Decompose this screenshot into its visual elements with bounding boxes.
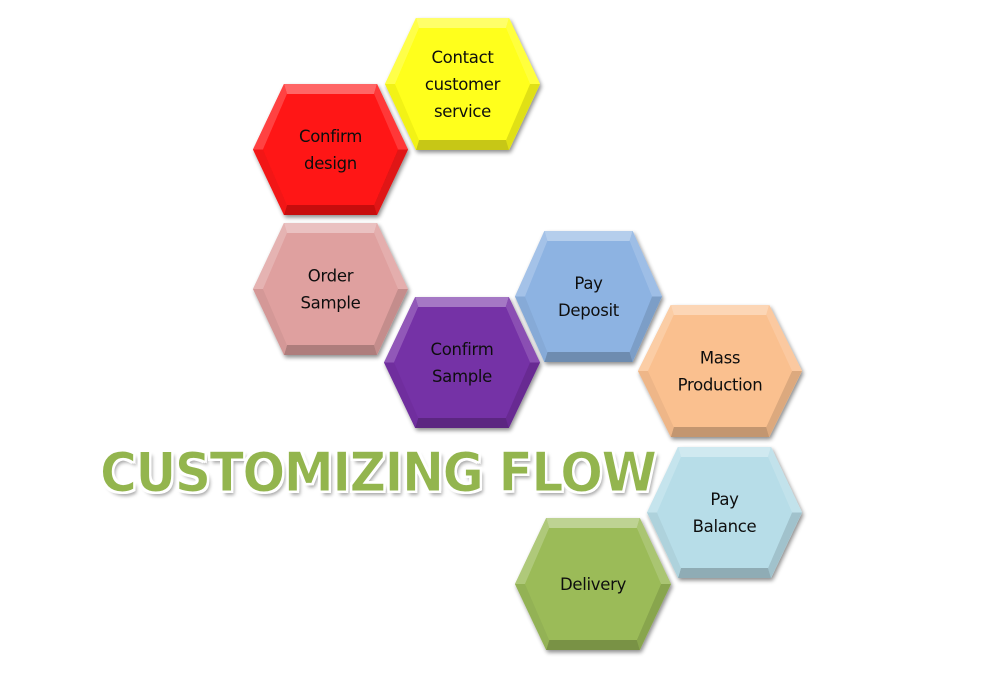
hexagon-bevel-facet xyxy=(506,84,540,150)
hexagon-face xyxy=(263,233,398,345)
hexagon-bevel-facet xyxy=(253,289,287,355)
hexagon-bevel-facet xyxy=(505,297,540,363)
flow-step-label: Delivery xyxy=(560,575,627,594)
flow-step-delivery: Delivery xyxy=(515,518,671,650)
flow-step-label-line: Balance xyxy=(693,517,757,536)
hexagon-bevel-facet xyxy=(670,427,770,437)
flow-step-label-line: design xyxy=(304,154,357,173)
hexagon-bevel-facet xyxy=(546,518,640,528)
hexagon-bevel-facet xyxy=(636,584,671,650)
hexagon-face xyxy=(525,528,661,640)
hexagon-bevel-facet xyxy=(385,18,419,84)
flow-step-label-line: Pay xyxy=(574,274,603,293)
hexagon-bevel-facet xyxy=(766,371,802,437)
hexagon-bevel-facet xyxy=(384,362,419,428)
diagram-title: CUSTOMIZING FLOW xyxy=(100,441,658,505)
hexagon-bevel-facet xyxy=(515,518,550,584)
hexagon-bevel-facet xyxy=(647,447,681,513)
hexagon-bevel-facet xyxy=(506,18,540,84)
hexagon-bevel-facet xyxy=(374,84,408,150)
hexagon-bevel-facet xyxy=(636,518,671,584)
hexagon-bevel-facet xyxy=(374,223,408,289)
hexagon-bevel-facet xyxy=(415,297,509,307)
hexagon-bevel-facet xyxy=(544,231,633,241)
hexagon-bevel-facet xyxy=(515,584,550,650)
hexagon-face xyxy=(525,241,652,352)
hexagon-bevel-facet xyxy=(766,305,802,371)
flow-step-label: Contact customer service xyxy=(425,48,501,121)
hexagon-bevel-facet xyxy=(374,149,408,215)
hexagon-bevel-facet xyxy=(253,84,287,150)
hexagon-bevel-facet xyxy=(284,345,377,355)
hexagon-bevel-facet xyxy=(415,418,509,428)
flow-step-label-line: Delivery xyxy=(560,575,627,594)
flow-step-label-line: Order xyxy=(308,267,354,286)
hexagon-bevel-facet xyxy=(374,289,408,355)
flow-step-label-line: Contact xyxy=(431,48,494,67)
hexagon-bevel-facet xyxy=(284,205,377,215)
hexagon-bevel-facet xyxy=(629,296,662,362)
hexagon-bevel-facet xyxy=(253,223,287,289)
hexagon-bevel-facet xyxy=(515,231,548,297)
hexagon-face xyxy=(394,307,530,418)
hexagon-bevel-facet xyxy=(515,296,548,362)
flow-step-label-line: Sample xyxy=(300,294,360,313)
flow-step-label-line: Production xyxy=(678,376,763,395)
flow-step-label-line: Sample xyxy=(432,367,492,386)
flow-step-label-line: Pay xyxy=(710,490,739,509)
hexagon-bevel-facet xyxy=(284,223,377,233)
hexagon-bevel-facet xyxy=(384,297,419,363)
hexagon-face xyxy=(395,28,530,140)
hexagon-bevel-facet xyxy=(768,447,802,513)
hexagon-bevel-facet xyxy=(678,447,771,457)
hexagon-bevel-facet xyxy=(678,568,771,578)
hexagon-bevel-facet xyxy=(638,371,674,437)
hexagon-face xyxy=(648,315,792,427)
hexagon-bevel-facet xyxy=(505,362,540,428)
flow-step-label-line: Deposit xyxy=(558,301,620,320)
hexagon-bevel-facet xyxy=(768,512,802,578)
flow-step-label-line: service xyxy=(434,102,491,121)
hexagon-bevel-facet xyxy=(416,18,509,28)
hexagon-bevel-facet xyxy=(284,84,377,94)
flow-step-label: Confirm design xyxy=(299,127,362,173)
hexagon-bevel-facet xyxy=(416,140,509,150)
hexagon-bevel-facet xyxy=(629,231,662,297)
flow-step-contact: Contact customer service xyxy=(385,18,540,150)
flow-step-label-line: customer xyxy=(425,75,501,94)
flow-step-label-line: Confirm xyxy=(431,340,494,359)
hexagon-bevel-facet xyxy=(638,305,674,371)
flow-step-label-line: Confirm xyxy=(299,127,362,146)
hexagon-bevel-facet xyxy=(670,305,770,315)
flow-step-confirm-design: Confirm design xyxy=(253,84,408,215)
hexagon-bevel-facet xyxy=(546,640,640,650)
hexagon-bevel-facet xyxy=(253,149,287,215)
hexagon-face xyxy=(657,457,792,568)
hexagon-bevel-facet xyxy=(385,84,419,150)
flow-step-label-line: Mass xyxy=(700,349,740,368)
hexagon-face xyxy=(263,94,398,205)
hexagon-bevel-facet xyxy=(647,512,681,578)
hexagon-bevel-facet xyxy=(544,352,633,362)
